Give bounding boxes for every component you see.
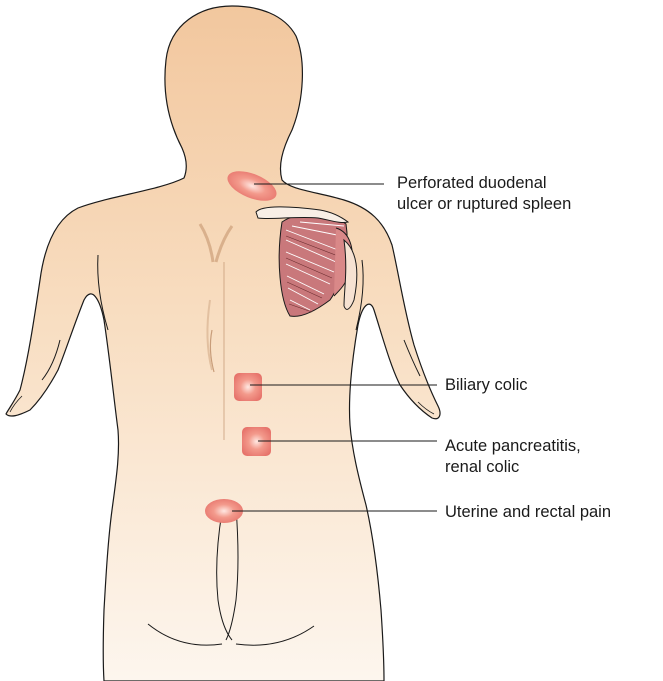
label-biliary-text: Biliary colic bbox=[445, 375, 528, 396]
label-biliary-colic: Biliary colic bbox=[445, 375, 528, 396]
label-duodenal-line-2: ulcer or ruptured spleen bbox=[397, 194, 571, 215]
label-pancreatitis-line-2: renal colic bbox=[445, 457, 581, 478]
pain-marker-biliary bbox=[234, 373, 262, 401]
label-pancreatitis-line-1: Acute pancreatitis, bbox=[445, 436, 581, 457]
label-acute-pancreatitis: Acute pancreatitis, renal colic bbox=[445, 436, 581, 478]
body-silhouette bbox=[6, 6, 440, 681]
label-uterine-text: Uterine and rectal pain bbox=[445, 502, 611, 523]
label-duodenal-line-1: Perforated duodenal bbox=[397, 173, 571, 194]
label-uterine-rectal-pain: Uterine and rectal pain bbox=[445, 502, 611, 523]
label-perforated-duodenal-ulcer: Perforated duodenal ulcer or ruptured sp… bbox=[397, 173, 571, 215]
